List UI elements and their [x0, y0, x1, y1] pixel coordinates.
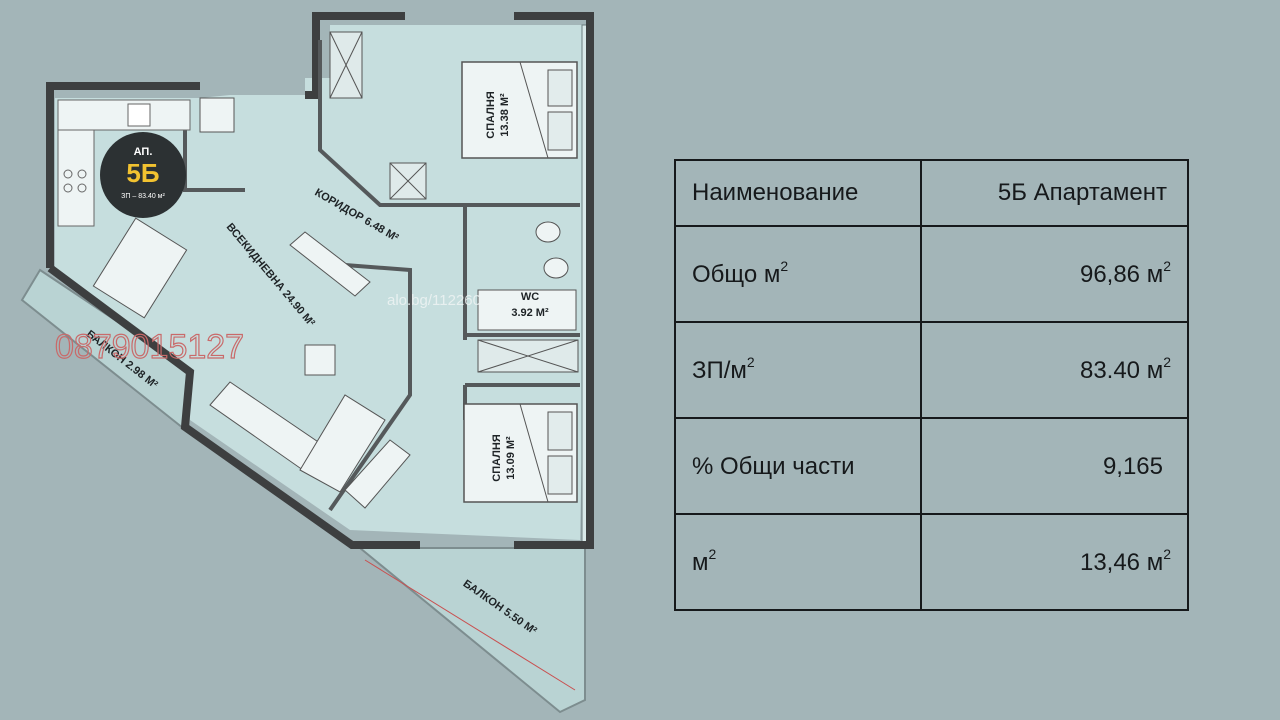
- bedroom2-name: СПАЛНЯ: [491, 434, 503, 482]
- bedroom1-name: СПАЛНЯ: [485, 91, 497, 139]
- dining-table: [92, 217, 188, 319]
- specification-table: Наименование 5Б Апартамент Общо м2 96,86…: [674, 159, 1189, 611]
- row-value-cell: 83.40 м2: [920, 321, 1189, 419]
- table-header-row: Наименование 5Б Апартамент: [674, 159, 1189, 227]
- floor-plan: АП. 5Б ЗП – 83.40 м² СПАЛНЯ 13.38 М² СПА…: [20, 12, 594, 714]
- stove: [63, 169, 87, 193]
- badge-prefix: АП.: [134, 146, 153, 158]
- wc-name: WC: [521, 291, 539, 303]
- row-value-cell: 13,46 м2: [920, 513, 1189, 611]
- row-value-cell: 96,86 м2: [920, 225, 1189, 323]
- row-name-cell: м2: [674, 513, 922, 611]
- bed-2: [463, 403, 578, 503]
- sofa: [209, 381, 386, 493]
- bathtub: [477, 289, 577, 331]
- row-name-cell: % Общи части: [674, 417, 922, 515]
- header-value-cell: 5Б Апартамент: [920, 159, 1189, 227]
- table-row: м2 13,46 м2: [674, 513, 1189, 611]
- boiler: [199, 97, 235, 133]
- row-name-cell: Общо м2: [674, 225, 922, 323]
- sink: [127, 103, 151, 127]
- table-row: Общо м2 96,86 м2: [674, 225, 1189, 323]
- bedroom2-area: 13.09 М²: [505, 436, 517, 480]
- table-row: % Общи части 9,165: [674, 417, 1189, 515]
- tv-unit: [289, 231, 371, 297]
- washbasin: [543, 257, 569, 279]
- balcony-2: [357, 547, 586, 714]
- bed-1: [461, 61, 578, 159]
- apartment-floor: [55, 25, 590, 540]
- kitchen-counter-left: [57, 129, 95, 227]
- badge-subtitle: ЗП – 83.40 м²: [121, 193, 165, 200]
- watermark-site: alo.bg/1122602: [387, 292, 489, 309]
- bedroom1-area: 13.38 М²: [499, 93, 511, 137]
- outer-walls: [46, 12, 594, 549]
- watermark-phone: 0879015127: [55, 328, 244, 366]
- wc-area: 3.92 М²: [511, 307, 549, 319]
- inner-walls: [183, 40, 580, 512]
- header-name-cell: Наименование: [674, 159, 922, 227]
- coffee-table: [304, 344, 336, 376]
- toilet: [535, 221, 561, 243]
- table-row: ЗП/м2 83.40 м2: [674, 321, 1189, 419]
- desk: [344, 439, 411, 509]
- apartment-badge: АП. 5Б ЗП – 83.40 м²: [100, 132, 186, 218]
- badge-number: 5Б: [126, 158, 159, 188]
- kitchen-counter-top: [57, 99, 191, 131]
- row-value-cell: 9,165: [920, 417, 1189, 515]
- row-name-cell: ЗП/м2: [674, 321, 922, 419]
